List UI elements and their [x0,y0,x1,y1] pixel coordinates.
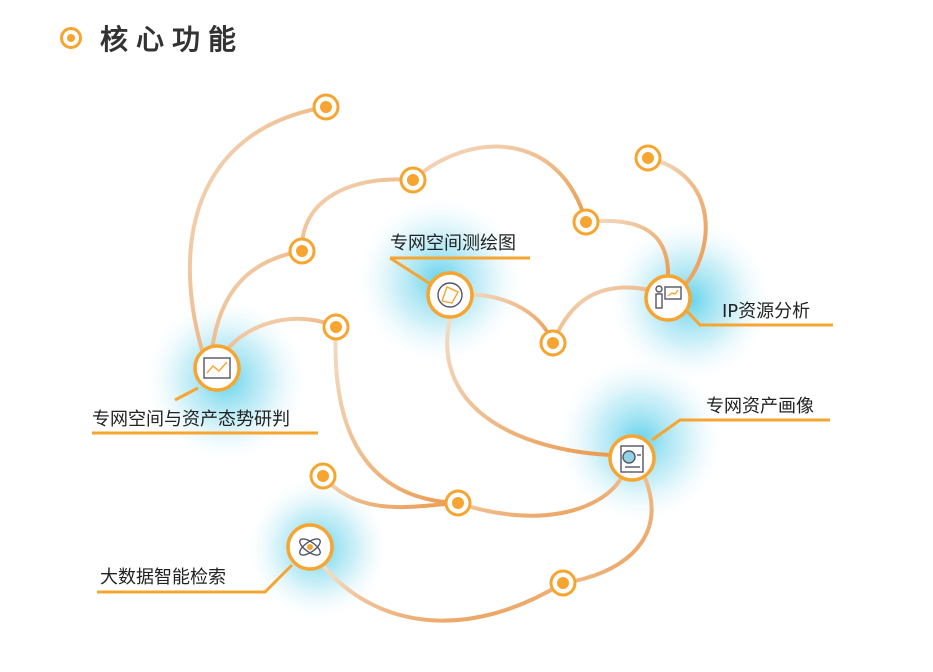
bullet-icon [60,27,82,49]
junction-dot [444,489,472,517]
section-header: 核心功能 [60,18,244,58]
presenter-icon[interactable] [644,274,692,322]
atom-search-icon[interactable] [286,523,334,571]
connections [187,105,708,623]
junction-dot [399,166,427,194]
junction-dot [634,144,662,172]
clipboard-pie-icon[interactable] [608,434,656,482]
network-map-icon[interactable] [426,271,474,319]
feature-label-ip-analysis: IP资源分析 [722,301,811,322]
junction-dot [322,313,350,341]
feature-nodes [193,271,692,571]
feature-label-search: 大数据智能检索 [100,567,226,588]
junction-dot [309,462,337,490]
leader-lines [92,256,833,594]
junction-dot [549,569,577,597]
junction-dots [288,93,662,597]
junction-dot [288,237,316,265]
feature-label-mapping: 专网空间测绘图 [390,233,516,254]
junction-dot [539,329,567,357]
feature-label-asset-profile: 专网资产画像 [706,396,814,417]
line-chart-icon[interactable] [193,344,241,392]
feature-label-situation: 专网空间与资产态势研判 [92,409,290,430]
junction-dot [572,208,600,236]
junction-dot [312,93,340,121]
section-title: 核心功能 [100,23,245,56]
